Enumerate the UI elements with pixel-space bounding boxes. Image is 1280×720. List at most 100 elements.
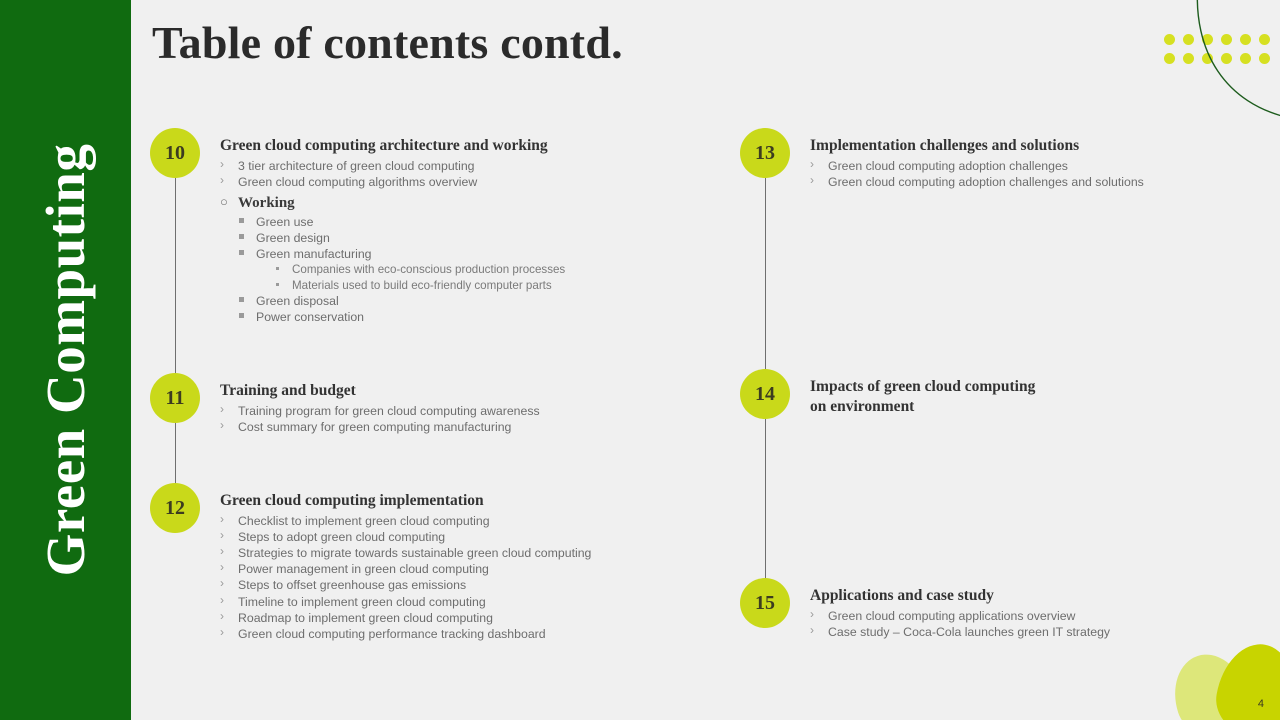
chevron-bullet-icon: ›: [220, 401, 224, 416]
toc-bullet-label: Green cloud computing algorithms overvie…: [238, 174, 478, 189]
toc-bullet-label: Green cloud computing adoption challenge…: [828, 174, 1144, 189]
toc-sub-item[interactable]: Green design: [238, 230, 565, 246]
chevron-bullet-icon: ›: [220, 560, 224, 575]
toc-entry-title: Implementation challenges and solutions: [810, 137, 1080, 154]
toc-sub-item[interactable]: Green disposal: [238, 293, 565, 309]
toc-sub-label: Green use: [256, 214, 314, 229]
toc-entry-10[interactable]: 10 Green cloud computing architecture and…: [150, 128, 565, 373]
toc-entry-11[interactable]: 11 Training and budget ›Training program f…: [150, 373, 540, 483]
toc-subsection-heading: ○ Working: [220, 194, 565, 213]
chevron-bullet-icon: ›: [220, 592, 224, 607]
timeline-connector-line: [175, 423, 176, 483]
toc-bullet-item[interactable]: ›Steps to offset greenhouse gas emission…: [220, 576, 591, 593]
timeline-connector-line: [175, 178, 176, 373]
chevron-bullet-icon: ›: [220, 625, 224, 640]
toc-sub-sub-label: Companies with eco-conscious production …: [292, 263, 566, 277]
toc-number-badge[interactable]: 14: [740, 369, 790, 419]
dot-grid-icon: [1164, 34, 1278, 72]
chevron-bullet-icon: ›: [810, 606, 814, 621]
toc-subsection-label: Working: [238, 194, 295, 211]
toc-entry-body: Implementation challenges and solutions ›…: [792, 128, 1144, 190]
toc-bullet-item[interactable]: › Strategies to migrate towards sustainab…: [220, 543, 592, 561]
toc-entry-body: Impacts of green cloud computing on envi…: [792, 369, 1035, 418]
toc-sub-label: Power conservation: [256, 310, 364, 325]
toc-number-badge[interactable]: 11: [150, 373, 200, 423]
toc-bullet-item[interactable]: › Green cloud computing performance track…: [220, 625, 591, 642]
dot-icon: [1221, 53, 1232, 64]
toc-badge-wrap: 11: [150, 373, 202, 483]
toc-sub-sub-item[interactable]: Materials used to build eco-friendly com…: [274, 278, 565, 293]
toc-entry-body: Green cloud computing architecture and w…: [202, 128, 565, 326]
toc-sub-label: Green manufacturing: [256, 247, 372, 262]
chevron-bullet-icon: ›: [220, 608, 224, 623]
dot-icon: [1202, 53, 1213, 64]
toc-sub-item[interactable]: Green use: [238, 214, 565, 230]
chevron-bullet-icon: ›: [220, 511, 224, 526]
toc-number-badge[interactable]: 15: [740, 578, 790, 628]
toc-badge-wrap: 15: [740, 578, 792, 628]
toc-entry-title: Impacts of green cloud computing on envi…: [810, 378, 1036, 415]
toc-entry-body: Applications and case study›Green cloud …: [792, 578, 1110, 640]
toc-bullet-label: Green cloud computing performance tracki…: [238, 627, 546, 642]
chevron-bullet-icon: ›: [810, 622, 814, 637]
toc-bullet-item[interactable]: › Timeline to implement green cloud compu…: [220, 592, 591, 610]
dot-icon: [1259, 34, 1270, 45]
toc-bullet-item[interactable]: ›Steps to adopt green cloud computing: [220, 528, 591, 545]
toc-bullet-item[interactable]: › Green cloud computing algorithms overvi…: [220, 172, 565, 190]
chevron-bullet-icon: ›: [220, 543, 224, 558]
toc-bullet-item[interactable]: › Roadmap to implement green cloud comput…: [220, 608, 591, 626]
toc-number-badge[interactable]: 12: [150, 483, 200, 533]
dot-icon: [1183, 34, 1194, 45]
dot-icon: [1240, 34, 1251, 45]
dot-icon: [1240, 53, 1251, 64]
toc-sub-sub-list: Companies with eco-conscious production …: [256, 262, 565, 293]
toc-entry-14[interactable]: 14 Impacts of green cloud computing on en…: [740, 369, 1035, 603]
toc-bullet-item[interactable]: ›3 tier architecture of green cloud comp…: [220, 157, 565, 174]
toc-bullet-item[interactable]: ›Power management in green cloud computi…: [220, 560, 591, 577]
toc-entry-body: Training and budget ›Training program for…: [202, 373, 540, 435]
toc-bullet-label: Steps to adopt green cloud computing: [238, 529, 446, 544]
toc-bullet-label: Roadmap to implement green cloud computi…: [238, 610, 493, 625]
toc-bullet-item[interactable]: ›Cost summary for green computing manufa…: [220, 418, 540, 435]
toc-bullet-list: ›Training program for green cloud comput…: [220, 401, 540, 435]
toc-bullet-item[interactable]: ›Training program for green cloud comput…: [220, 401, 540, 419]
toc-badge-wrap: 12: [150, 483, 202, 533]
toc-sub-label: Green design: [256, 230, 330, 245]
dot-icon: [1164, 34, 1175, 45]
toc-bullet-list: › Checklist to implement green cloud comp…: [220, 511, 592, 643]
sidebar-band: Green Computing: [0, 0, 131, 720]
small-square-bullet-icon: [276, 267, 279, 271]
toc-number-badge[interactable]: 13: [740, 128, 790, 178]
toc-entry-title: Green cloud computing architecture and w…: [220, 137, 548, 154]
toc-entry-title: Training and budget: [220, 382, 356, 399]
chevron-bullet-icon: ›: [220, 172, 224, 187]
toc-number-badge[interactable]: 10: [150, 128, 200, 178]
page-number: 4: [1257, 698, 1264, 710]
toc-bullet-label: Green cloud computing applications overv…: [828, 608, 1076, 623]
toc-bullet-label: Case study – Coca-Cola launches green IT…: [828, 624, 1111, 639]
toc-bullet-item[interactable]: › Checklist to implement green cloud comp…: [220, 511, 591, 529]
page-title: Table of contents contd.: [152, 17, 623, 68]
toc-sub-sub-item[interactable]: Companies with eco-conscious production …: [274, 262, 565, 277]
timeline-connector-line: [765, 419, 766, 603]
circle-bullet-icon: ○: [220, 193, 228, 209]
toc-bullet-item[interactable]: ›Green cloud computing adoption challeng…: [810, 157, 1144, 174]
toc-bullet-list: ›3 tier architecture of green cloud comp…: [220, 157, 565, 190]
toc-badge-wrap: 13: [740, 128, 792, 369]
toc-bullet-item[interactable]: › Green cloud computing applications over…: [810, 606, 1110, 624]
dot-icon: [1259, 53, 1270, 64]
toc-bullet-label: Green cloud computing adoption challenge…: [828, 158, 1068, 173]
toc-bullet-list: ›Green cloud computing adoption challeng…: [810, 157, 1144, 190]
toc-bullet-item[interactable]: › Case study – Coca-Cola launches green I…: [810, 622, 1111, 640]
toc-bullet-item[interactable]: ›Green cloud computing adoption challeng…: [810, 173, 1144, 190]
toc-bullet-label: Strategies to migrate towards sustainabl…: [238, 545, 592, 560]
toc-bullet-label: Checklist to implement green cloud compu…: [238, 513, 490, 528]
toc-bullet-label: Timeline to implement green cloud comput…: [238, 594, 486, 609]
toc-sub-item[interactable]: Power conservation: [238, 309, 565, 325]
